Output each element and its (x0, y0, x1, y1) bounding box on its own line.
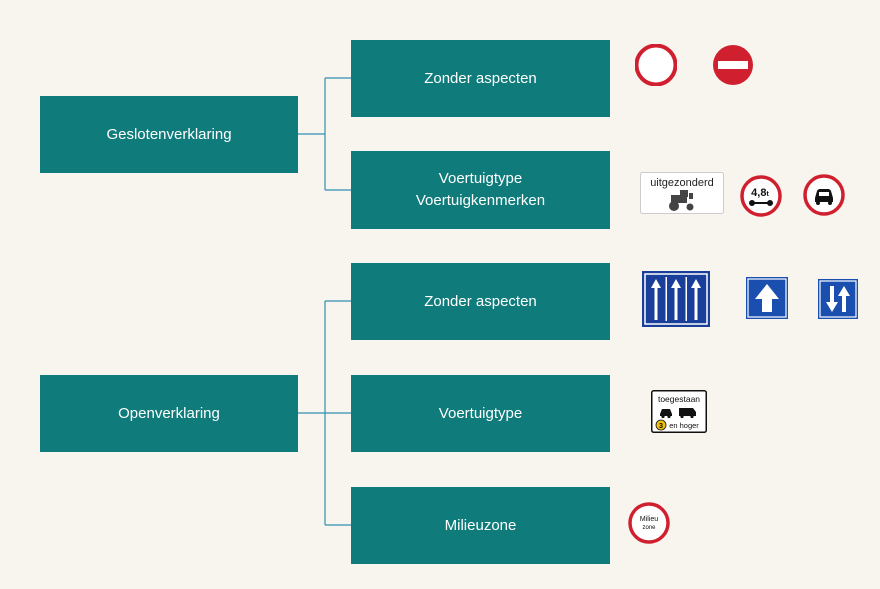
class-label: en hoger (669, 421, 699, 430)
no-entry-sign-icon (712, 44, 754, 86)
one-way-sign-icon (746, 277, 788, 319)
node-label: Voertuigtype (438, 404, 523, 422)
two-way-traffic-sign-icon (818, 279, 858, 319)
milieu-line-1: Milieu (640, 516, 658, 523)
branch-node: Voertuigtype (351, 375, 610, 452)
class-number: 3 (659, 421, 663, 430)
node-label: Geslotenverklaring (106, 125, 232, 143)
permitted-label: toegestaan (658, 394, 700, 404)
branch-node: Voertuigtype Voertuigkenmerken (351, 151, 610, 229)
no-cars-sign-icon (803, 174, 845, 216)
node-label: Voertuigtype (438, 170, 523, 187)
permitted-vehicles-sign-icon: toegestaan 3 en hoger (651, 390, 707, 433)
exception-label: uitgezonderd (650, 177, 714, 189)
svg-text:4,8t: 4,8t (751, 187, 769, 199)
node-label: Milieuzone (444, 516, 517, 534)
axle-weight-value: 4,8 (751, 187, 766, 199)
root-node-closed: Geslotenverklaring (40, 96, 298, 173)
axle-weight-unit: t (766, 191, 769, 198)
closed-road-sign-icon (635, 44, 677, 86)
branch-node: Zonder aspecten (351, 40, 610, 117)
node-label: Openverklaring (118, 404, 220, 422)
branch-node: Zonder aspecten (351, 263, 610, 340)
branch-node: Milieuzone (351, 487, 610, 564)
environmental-zone-sign-icon: Milieu zone (628, 502, 670, 544)
three-lanes-sign-icon (642, 271, 710, 327)
milieu-line-2: zone (642, 525, 656, 531)
node-label: Zonder aspecten (424, 292, 537, 310)
axle-load-sign-icon: 4,8t (740, 175, 782, 217)
node-label: Voertuigkenmerken (415, 192, 546, 209)
exception-tractor-sign-icon: uitgezonderd (640, 172, 724, 214)
node-label: Zonder aspecten (424, 69, 537, 87)
root-node-open: Openverklaring (40, 375, 298, 452)
